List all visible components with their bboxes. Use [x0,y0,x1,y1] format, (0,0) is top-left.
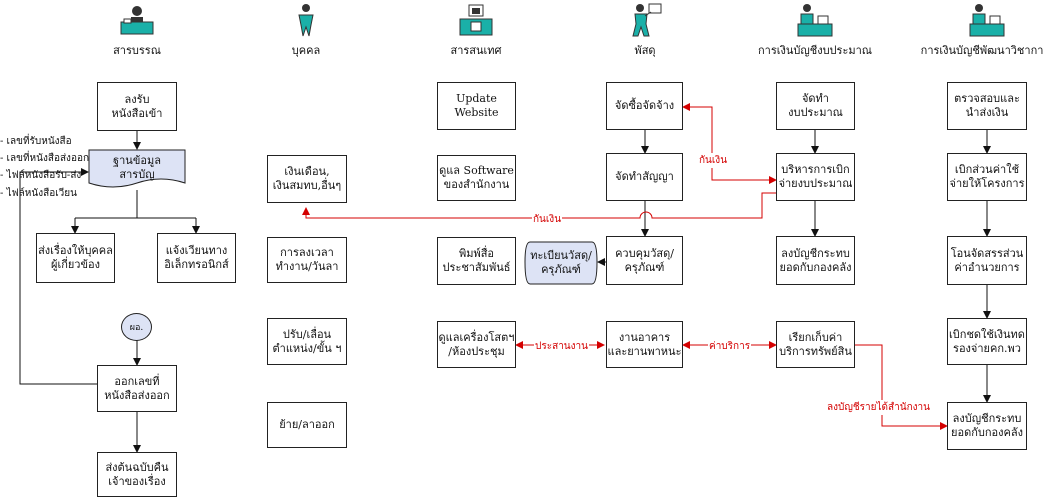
database-document-shape [88,149,186,188]
repay-box: เบิกชดใช้เงินทด รองจ่ายคก.พว [947,318,1027,365]
ledger1-box: ลงบัญชีกระทบ ยอดกับกองคลัง [776,236,855,285]
column-title-academic-finance: การเงินบัญชีพัฒนาวิชาการ [920,44,1044,57]
advance-box: เบิกส่วนค่าใช้ จ่ายให้โครงการ [947,153,1027,201]
computer-desk-icon [459,4,493,36]
manage-budget-box: บริหารการเบิก จ่ายงบประมาณ [776,153,855,201]
note-file-circular: - ไฟล์หนังสือเวียน [0,188,77,199]
software-box: ดูแล Software ของสำนักงาน [437,155,516,201]
e-notice-box: แจ้งเวียนทาง อิเล็กทรอนิกส์ [157,233,236,283]
check-box: ตรวจสอบและ นำส่งเงิน [947,82,1027,130]
publish-box: พิมพ์สื่อ ประชาสัมพันธ์ [437,237,516,285]
person-icon [298,4,314,37]
transfer-box: ย้าย/ลาออก [267,402,347,448]
note-send-number: - เลขที่หนังสือส่งออก [0,153,90,164]
office-desk-icon [120,6,154,35]
column-title-it: สารสนเทศ [450,44,502,57]
accountant-icon [797,4,833,37]
building-box: งานอาคาร และยานพาหนะ [606,321,683,368]
column-title-personnel: บุคคล [291,44,321,57]
out-number-box: ออกเลขที่ หนังสือส่งออก [97,365,177,412]
borrow-label-1: กันเงิน [698,153,729,168]
service-fee-label: ค่าบริการ [708,339,752,354]
accountant-icon [969,4,1005,37]
borrow-label-2: กันเงิน [532,212,563,227]
receive-box: ลงรับ หนังสือเข้า [97,82,177,131]
promote-box: ปรับ/เลื่อน ตำแหน่ง/ขั้น ฯ [267,318,347,365]
note-receive-number: - เลขที่รับหนังสือ [0,136,72,147]
return-doc-box: ส่งต้นฉบับคืน เจ้าของเรื่อง [97,452,177,497]
porter-icon [632,3,662,37]
register-document-shape [524,241,598,285]
allocate-box: โอนจัดสรรส่วน ค่าอำนวยการ [947,236,1027,285]
salary-box: เงินเดือน, เงินสมทบ,อื่นๆ [267,155,347,203]
income-label: ลงบัญชีรายได้สำนักงาน [826,400,931,415]
column-title-supplies: พัสดุ [634,44,656,57]
coordinate-label: ประสานงาน [534,339,589,354]
budget-box: จัดทำ งบประมาณ [776,82,855,130]
column-title-saraban: สารบรรณ [113,44,161,57]
director-circle: ผอ. [121,313,152,341]
register-box: ทะเบียนวัสดุ/ ครุภัณฑ์ [530,249,592,276]
av-room-box: ดูแลเครื่องโสตฯ /ห้องประชุม [437,321,516,368]
send-person-box: ส่งเรื่องให้บุคคล ผู้เกี่ยวข้อง [36,233,115,283]
control-box: ควบคุมวัสดุ/ ครุภัณฑ์ [606,236,683,285]
column-title-budget-finance: การเงินบัญชีงบประมาณ [757,44,872,57]
website-box: Update Website [437,82,516,130]
ledger2-box: ลงบัญชีกระทบ ยอดกับกองคลัง [947,402,1027,450]
procure-box: จัดซื้อจัดจ้าง [606,82,683,130]
fee-box: เรียกเก็บค่า บริการทรัพย์สิน [776,321,855,368]
note-file-receive-send: - ไฟล์หนังสือรับ-ส่ง [0,170,82,181]
contract-box: จัดทำสัญญา [606,153,683,201]
database-box: ฐานข้อมูล สารบัญ [113,154,161,181]
leave-box: การลงเวลา ทำงาน/วันลา [267,237,347,283]
